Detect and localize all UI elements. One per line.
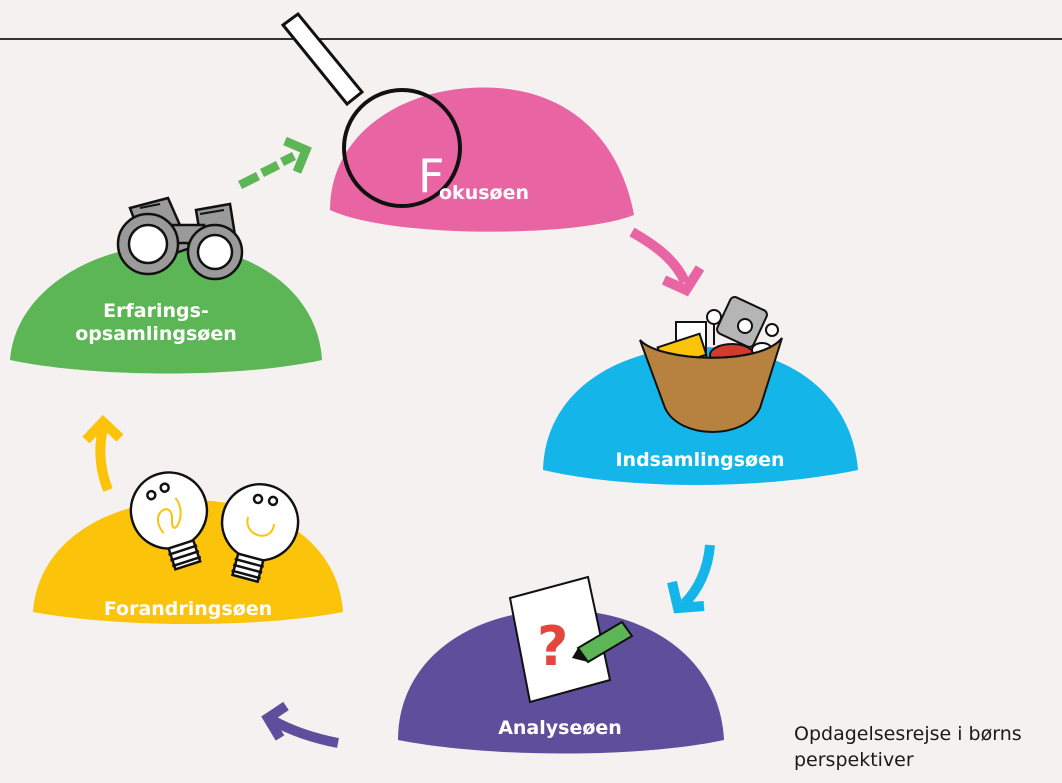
basket-icon	[639, 296, 783, 433]
arrow-erfaring-to-fokus	[237, 136, 312, 190]
pencil-icon	[572, 620, 634, 664]
fokus-initial: F	[418, 149, 445, 203]
light-bulbs-icon	[129, 471, 300, 584]
indsamling-label: Indsamlingsøen	[615, 449, 785, 471]
island-fokus	[330, 87, 634, 232]
erfaring-label-line1: Erfarings-	[103, 300, 209, 322]
island-erfaring	[10, 245, 322, 374]
arrow-analyse-to-forandring	[261, 701, 339, 748]
forandring-label: Forandringsøen	[103, 598, 273, 620]
question-mark: ?	[537, 615, 568, 678]
caption: Opdagelsesrejse i børns perspektiver	[794, 723, 1022, 771]
erfaring-label: Erfarings- opsamlingsøen	[36, 300, 276, 346]
magnifying-glass-icon	[280, 11, 462, 208]
arrow-fokus-to-indsamling	[629, 227, 705, 297]
erfaring-label-line2: opsamlingsøen	[75, 322, 237, 345]
question-paper-icon: ?	[508, 575, 634, 704]
binoculars-icon	[116, 196, 244, 281]
analyse-label: Analyseøen	[498, 717, 622, 739]
fokus-label-rest: okusøen	[439, 182, 529, 204]
arrow-indsamling-to-analyse	[667, 544, 715, 614]
arrow-forandring-to-erfaring	[82, 414, 124, 492]
